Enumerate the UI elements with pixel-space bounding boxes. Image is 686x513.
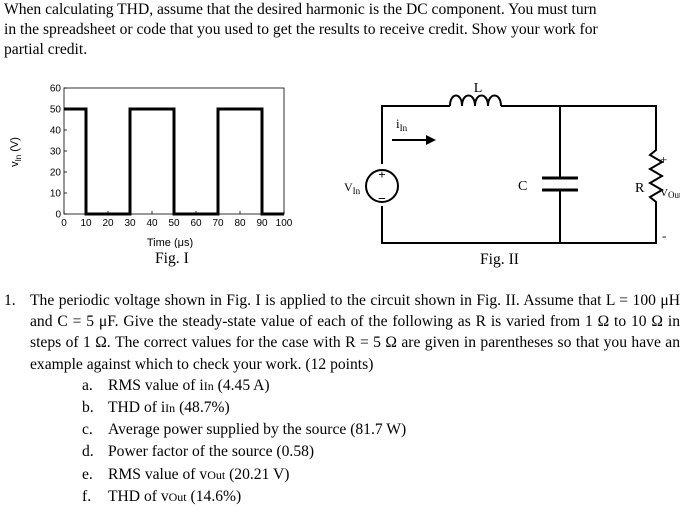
- fig1-ytick-label: 20: [50, 168, 62, 179]
- fig1-xtick-label: 90: [256, 218, 268, 229]
- capacitor-label: C: [518, 179, 527, 194]
- list-item: b.THD of iIn (48.7%): [82, 399, 230, 417]
- fig1-xtick-label: 20: [102, 218, 114, 229]
- resistor-label: R: [635, 181, 645, 196]
- instructions-line-2: in the spreadsheet or code that you used…: [4, 21, 598, 38]
- fig1-xtick-label: 100: [276, 218, 293, 229]
- fig1-ytick-label: 10: [50, 189, 62, 200]
- source-plus: +: [378, 167, 385, 182]
- fig2-caption: Fig. II: [480, 251, 519, 268]
- fig1-xtick-label: 10: [80, 218, 92, 229]
- instructions-line-1: When calculating THD, assume that the de…: [4, 1, 597, 18]
- out-plus: +: [660, 152, 667, 167]
- resistor: [648, 130, 664, 210]
- question-1: 1. The periodic voltage shown in Fig. I …: [4, 290, 680, 508]
- fig1-xtick-label: 30: [124, 218, 136, 229]
- fig1-ytick-label: 60: [50, 84, 62, 95]
- fig1-series-line: [64, 107, 284, 216]
- fig1-ylabel-unit: (V): [9, 137, 21, 152]
- instructions: When calculating THD, assume that the de…: [4, 0, 680, 60]
- instructions-line-3: partial credit.: [4, 41, 88, 58]
- current-label: iIn: [396, 116, 408, 133]
- out-label: VOut: [660, 187, 680, 200]
- list-item: c.Average power supplied by the source (…: [82, 421, 407, 439]
- fig1-xtick-label: 80: [234, 218, 246, 229]
- fig1-ytick-label: 40: [50, 126, 62, 137]
- fig1-xtick-label: 50: [168, 218, 180, 229]
- out-minus: -: [662, 228, 666, 243]
- fig1-xlabel: Time (μs): [147, 237, 193, 248]
- voltage-source: + −: [365, 167, 399, 207]
- list-item: f.THD of vOut (14.6%): [82, 487, 242, 505]
- fig1-xtick-label: 70: [212, 218, 224, 229]
- fig1-ytick-label: 50: [50, 105, 62, 116]
- list-item: a.RMS value of iIn (4.45 A): [82, 376, 270, 394]
- list-item: e.RMS value of vOut (20.21 V): [82, 465, 290, 483]
- fig1-ylabel: vIn (V): [9, 137, 23, 167]
- fig1-ylabel-main: v: [9, 161, 21, 167]
- capacitor: [542, 176, 578, 192]
- question-items: a.RMS value of iIn (4.45 A) b.THD of iIn…: [4, 375, 680, 508]
- svg-text:vIn(V): vIn (V): [9, 137, 23, 167]
- inductor-label: L: [474, 81, 483, 96]
- fig1-ytick-label: 30: [50, 147, 62, 158]
- fig1-xtick-label: 40: [146, 218, 158, 229]
- inductor: [449, 94, 502, 107]
- fig1-caption: Fig. I: [155, 250, 189, 267]
- fig1-xtick-label: 0: [61, 218, 67, 229]
- current-arrow: [392, 135, 436, 145]
- question-text: The periodic voltage shown in Fig. I is …: [30, 292, 680, 373]
- fig1-ytick-label: 0: [55, 210, 61, 221]
- fig1-series: [64, 107, 284, 216]
- list-item: d.Power factor of the source (0.58): [82, 443, 315, 461]
- circuit-wires: [381, 105, 657, 244]
- fig2-circuit: + − VIn L iIn C R + VOut -: [344, 81, 680, 244]
- source-label: VIn: [344, 180, 361, 196]
- source-minus: −: [378, 192, 386, 207]
- fig1-xtick-label: 60: [190, 218, 202, 229]
- fig1-ylabel-sub: In: [14, 155, 23, 162]
- fig1-chart: 0 10 20 30 40 50 60 70 80 90 100 0 10 20 30 40 50 60 Time…: [9, 84, 293, 249]
- question-number: 1.: [4, 292, 16, 309]
